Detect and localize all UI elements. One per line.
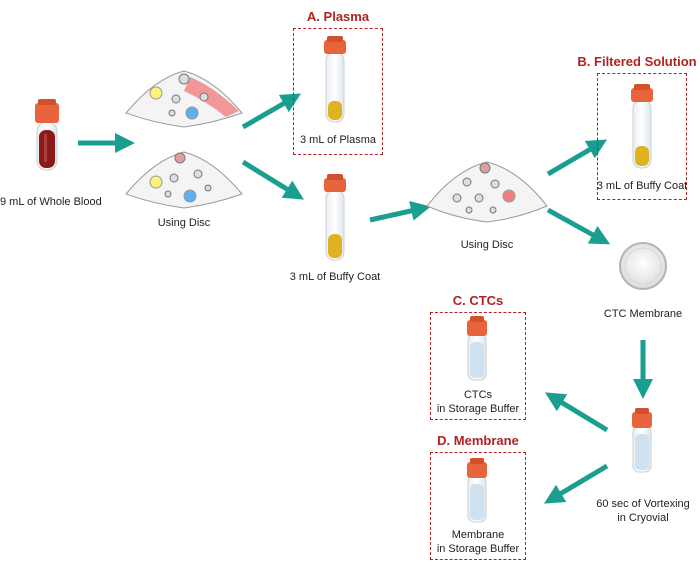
label-whole-blood: 9 mL of Whole Blood: [0, 196, 102, 208]
label-vortexing-line2: in Cryovial: [617, 512, 669, 524]
cryovial-icon: [632, 408, 652, 473]
membrane-storage-vial-icon: [467, 458, 487, 523]
arrow-vial-to-ctcs: [545, 392, 609, 433]
arrow-disc2-to-filtered: [546, 139, 608, 177]
label-using-disc-1: Using Disc: [157, 217, 211, 229]
arrow-disc-to-plasma: [241, 93, 302, 130]
label-buffy-coat-2: 3 mL of Buffy Coat: [596, 180, 688, 192]
ctcs-box: [430, 312, 526, 420]
arrow-vial-to-membrane-storage: [543, 463, 609, 504]
buffy-coat-tube-icon: [631, 84, 653, 169]
label-vortexing-line1: 60 sec of Vortexing: [596, 498, 690, 510]
title-ctcs: C. CTCs: [452, 293, 504, 308]
membrane-box: [430, 452, 526, 560]
label-membrane-line1: Membrane: [451, 529, 505, 541]
label-ctcs-line2: in Storage Buffer: [436, 403, 520, 415]
whole-blood-tube-icon: [35, 99, 59, 171]
arrow-disc-to-buffy: [241, 159, 304, 200]
arrow-disc2-to-membrane: [546, 207, 611, 245]
label-vortexing: 60 sec of Vortexing in Cryovial: [583, 497, 700, 525]
title-filtered-solution: B. Filtered Solution: [577, 54, 697, 69]
label-ctcs: CTCs in Storage Buffer: [430, 388, 526, 416]
disc-icon: [125, 151, 243, 209]
filtered-solution-box: [597, 73, 687, 200]
label-ctcs-line1: CTCs: [463, 389, 493, 401]
title-plasma: A. Plasma: [306, 9, 370, 24]
ctcs-storage-vial-icon: [467, 316, 487, 381]
title-membrane: D. Membrane: [437, 433, 519, 448]
label-buffy-coat-1: 3 mL of Buffy Coat: [289, 271, 381, 283]
label-membrane: Membrane in Storage Buffer: [430, 528, 526, 556]
disc-icon: [426, 161, 548, 223]
label-plasma: 3 mL of Plasma: [299, 134, 376, 146]
label-membrane-line2: in Storage Buffer: [436, 543, 520, 555]
label-using-disc-2: Using Disc: [460, 239, 514, 251]
arrow-buffy-to-disc2: [369, 201, 431, 223]
buffy-coat-tube-icon: [324, 174, 346, 261]
disc-icon: [125, 70, 243, 128]
ctc-membrane-icon: [619, 242, 667, 290]
label-ctc-membrane: CTC Membrane: [603, 308, 683, 320]
plasma-tube-icon: [324, 36, 346, 123]
plasma-box: [293, 28, 383, 155]
